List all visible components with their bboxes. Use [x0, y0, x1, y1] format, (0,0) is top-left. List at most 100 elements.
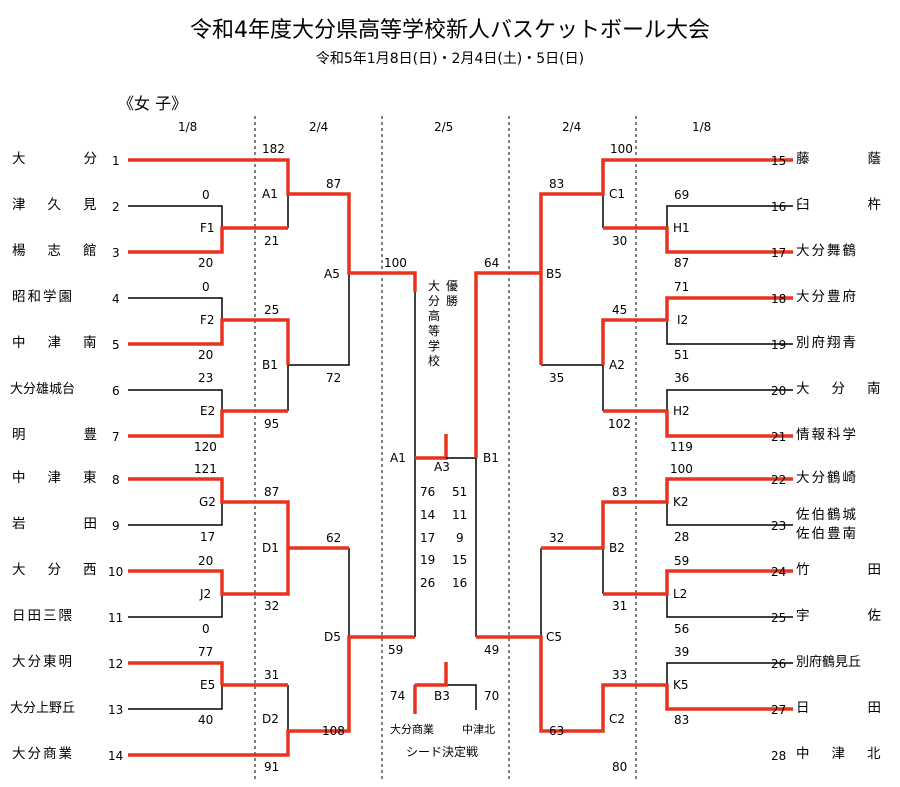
right-team-no-22: 22: [771, 473, 787, 487]
score-r-45: 45: [612, 303, 628, 317]
left-team-no-3: 3: [112, 246, 120, 260]
match-code-C2: C2: [609, 712, 626, 726]
match-code-F1: F1: [200, 221, 215, 235]
score-r-49: 49: [484, 643, 500, 657]
right-team-no-26: 26: [771, 657, 787, 671]
final-q1-b: 51: [452, 485, 468, 499]
score-r-102: 102: [608, 417, 631, 431]
match-code-B1-semi: B1: [483, 451, 499, 465]
score-l-4: 0: [202, 280, 210, 294]
score-l-108: 108: [322, 724, 345, 738]
date-header-left-r1: 1/8: [178, 120, 198, 134]
match-code-B2: B2: [609, 541, 625, 555]
right-team-22: 大分鶴崎: [796, 470, 858, 486]
right-team-no-27: 27: [771, 703, 787, 717]
right-team-no-24: 24: [771, 565, 787, 579]
match-code-B5: B5: [546, 267, 562, 281]
score-l-9: 17: [200, 530, 216, 544]
final-q5-b: 16: [452, 576, 468, 590]
score-l-91: 91: [264, 760, 280, 774]
match-code-B3: B3: [434, 689, 450, 703]
score-l-7: 120: [194, 440, 217, 454]
right-team-23b: 佐伯豊南: [796, 526, 858, 542]
right-team-no-19: 19: [771, 338, 787, 352]
right-team-no-20: 20: [771, 384, 787, 398]
champion-team: 大分高等学校: [428, 279, 441, 368]
score-r-35: 35: [549, 371, 565, 385]
score-r-39: 39: [674, 645, 690, 659]
right-team-no-16: 16: [771, 200, 787, 214]
right-team-no-25: 25: [771, 611, 787, 625]
left-team-no-11: 11: [108, 611, 124, 625]
date-header-right-r1: 1/8: [692, 120, 712, 134]
right-team-27: 日田: [796, 700, 881, 716]
left-team-2: 津久見: [12, 197, 119, 213]
final-q3-a: 17: [420, 531, 436, 545]
seed-label: シード決定戦: [406, 745, 479, 759]
score-l-25: 25: [264, 303, 280, 317]
final-q3-b: 9: [456, 531, 464, 545]
left-team-no-8: 8: [112, 473, 120, 487]
right-team-15: 藤蔭: [796, 151, 881, 167]
match-code-H1: H1: [673, 221, 690, 235]
left-team-no-5: 5: [112, 338, 120, 352]
date-header-left-r2: 2/4: [309, 120, 329, 134]
left-team-no-9: 9: [112, 519, 120, 533]
left-team-6: 大分雄城台: [10, 382, 76, 397]
right-team-no-17: 17: [771, 246, 787, 260]
score-l-3: 20: [198, 256, 214, 270]
right-team-24: 竹田: [796, 562, 881, 578]
left-team-3: 楊志館: [12, 243, 119, 259]
page-title: 令和4年度大分県高等学校新人バスケットボール大会: [190, 18, 710, 43]
match-code-K5: K5: [673, 678, 689, 692]
right-team-20: 大分南: [796, 381, 900, 397]
match-code-A2: A2: [609, 358, 625, 372]
match-code-A1-semi: A1: [390, 451, 406, 465]
score-l-10: 20: [198, 554, 214, 568]
score-r-119: 119: [670, 440, 693, 454]
category-label: 《女 子》: [118, 94, 188, 113]
score-r-69: 69: [674, 188, 690, 202]
right-team-18: 大分豊府: [796, 289, 858, 305]
score-r-64: 64: [484, 256, 500, 270]
score-r-33: 33: [612, 668, 628, 682]
score-r-71: 71: [674, 280, 690, 294]
match-code-A3: A3: [434, 460, 450, 474]
match-code-I2: I2: [677, 313, 689, 327]
match-code-A1-left: A1: [262, 187, 278, 201]
left-team-no-7: 7: [112, 430, 120, 444]
score-r-56: 56: [674, 622, 690, 636]
score-r-83: 83: [674, 713, 690, 727]
left-team-4: 昭和学園: [12, 289, 74, 305]
score-l-6: 23: [198, 371, 214, 385]
final-q1-a: 76: [420, 485, 436, 499]
score-r-30: 30: [612, 234, 628, 248]
match-code-C1-right: C1: [609, 187, 626, 201]
right-team-no-15: 15: [771, 154, 787, 168]
left-team-10: 大分西: [12, 562, 119, 578]
right-team-21: 情報科学: [796, 427, 858, 443]
left-team-no-4: 4: [112, 292, 120, 306]
score-l-100: 100: [384, 256, 407, 270]
right-team-19: 別府翔青: [796, 335, 858, 351]
score-r-63: 63: [549, 724, 565, 738]
match-code-F2: F2: [200, 313, 215, 327]
score-r-100b: 100: [670, 462, 693, 476]
score-l-11: 0: [202, 622, 210, 636]
left-team-14: 大分商業: [12, 746, 74, 762]
match-code-K2: K2: [673, 495, 689, 509]
match-code-D1: D1: [262, 541, 279, 555]
score-l-72: 72: [326, 371, 342, 385]
score-r-31: 31: [612, 599, 628, 613]
match-code-B1-left: B1: [262, 358, 278, 372]
left-team-11: 日田三隈: [12, 608, 74, 624]
left-team-5: 中津南: [12, 335, 119, 351]
right-team-no-18: 18: [771, 292, 787, 306]
left-team-no-13: 13: [108, 703, 124, 717]
score-l-32: 32: [264, 599, 280, 613]
score-r-59: 59: [674, 554, 690, 568]
score-r-32: 32: [549, 531, 565, 545]
score-l-87: 87: [326, 177, 342, 191]
right-team-25: 宇佐: [796, 608, 881, 624]
champion-label: 優勝: [446, 279, 459, 308]
